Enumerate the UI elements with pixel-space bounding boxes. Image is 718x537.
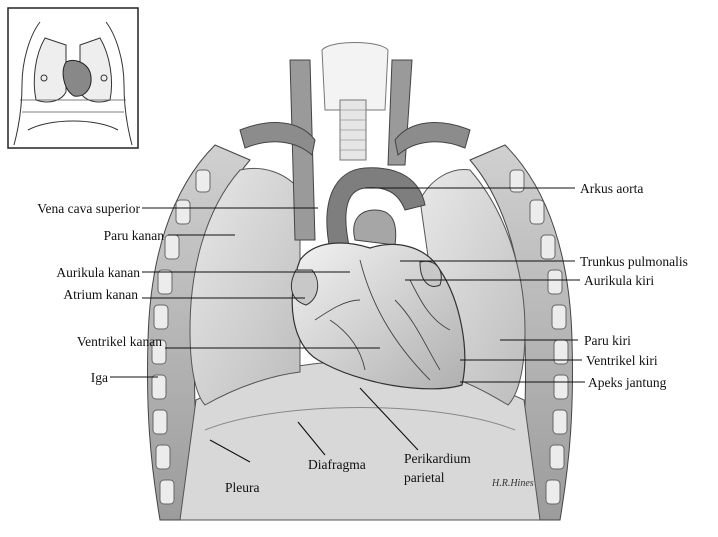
label-paru-kanan: Paru kanan xyxy=(2,228,164,243)
label-pleura: Pleura xyxy=(225,480,260,495)
label-arkus-aorta: Arkus aorta xyxy=(580,181,643,196)
label-diafragma: Diafragma xyxy=(308,457,366,472)
label-perikardium-line2: parietal xyxy=(404,470,444,485)
trachea-thyroid xyxy=(322,43,388,161)
label-iga: Iga xyxy=(2,370,108,385)
label-trunkus-pulmonalis: Trunkus pulmonalis xyxy=(580,254,688,269)
label-aurikula-kiri: Aurikula kiri xyxy=(584,273,654,288)
label-aurikula-kanan: Aurikula kanan xyxy=(2,265,140,280)
thumbnail-inset xyxy=(8,8,138,148)
label-apeks-jantung: Apeks jantung xyxy=(588,375,666,390)
label-ventrikel-kanan: Ventrikel kanan xyxy=(2,334,162,349)
label-perikardium-line1: Perikardium xyxy=(404,451,471,466)
label-atrium-kanan: Atrium kanan xyxy=(2,287,138,302)
label-ventrikel-kiri: Ventrikel kiri xyxy=(586,353,658,368)
artist-signature: H.R.Hines xyxy=(492,478,534,489)
label-vena-cava-superior: Vena cava superior xyxy=(2,201,140,216)
label-paru-kiri: Paru kiri xyxy=(584,333,631,348)
